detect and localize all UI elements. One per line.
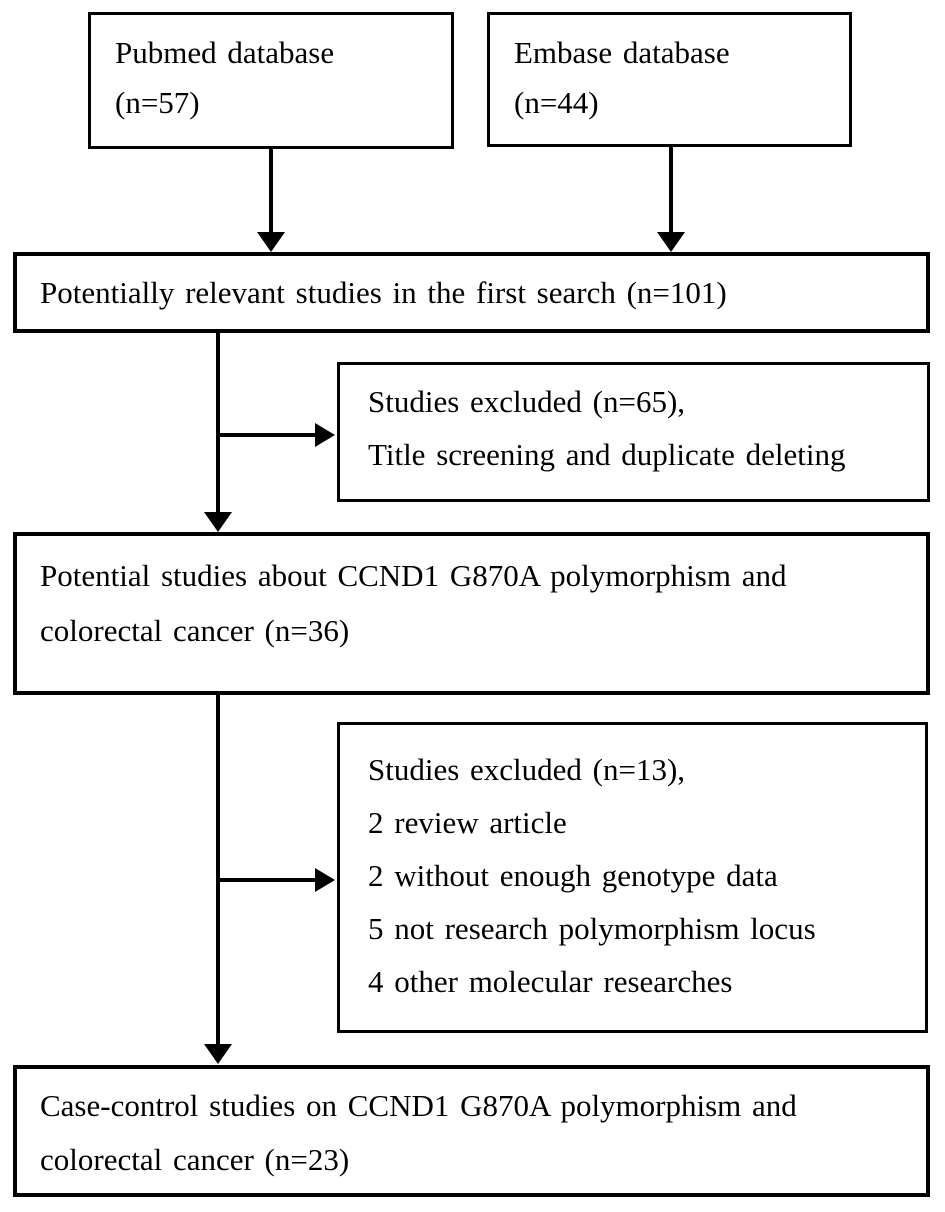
potential-text-line2: colorectal cancer (n=36) bbox=[40, 613, 350, 648]
box-potential-studies: Potential studies about CCND1 G870A poly… bbox=[13, 532, 930, 695]
box-excluded-title-screening: Studies excluded (n=65), Title screening… bbox=[337, 362, 930, 502]
connector2-vertical-shaft bbox=[216, 695, 220, 1045]
potential-text-line1: Potential studies about CCND1 G870A poly… bbox=[40, 558, 787, 593]
connector2-branch-shaft bbox=[218, 878, 316, 882]
embase-count: (n=44) bbox=[514, 85, 599, 120]
connector1-branch-shaft bbox=[218, 433, 316, 437]
first-search-text: Potentially relevant studies in the firs… bbox=[40, 275, 727, 310]
box-first-search: Potentially relevant studies in the firs… bbox=[13, 252, 930, 333]
arrow-embase-shaft bbox=[669, 147, 673, 234]
arrow-down-icon bbox=[204, 1044, 232, 1064]
arrow-right-icon bbox=[315, 868, 335, 892]
excluded2-reason-molecular: 4 other molecular researches bbox=[368, 964, 733, 999]
pubmed-count: (n=57) bbox=[115, 85, 200, 120]
arrow-down-icon bbox=[257, 232, 285, 252]
arrow-right-icon bbox=[315, 423, 335, 447]
excluded2-reason-review: 2 review article bbox=[368, 805, 567, 840]
excluded1-reason: Title screening and duplicate deleting bbox=[368, 437, 846, 472]
final-text-line1: Case-control studies on CCND1 G870A poly… bbox=[40, 1088, 797, 1123]
arrow-down-icon bbox=[204, 512, 232, 532]
pubmed-label: Pubmed database bbox=[115, 35, 335, 70]
box-pubmed-database: Pubmed database (n=57) bbox=[88, 12, 454, 149]
excluded2-reason-locus: 5 not research polymorphism locus bbox=[368, 911, 816, 946]
arrow-down-icon bbox=[657, 232, 685, 252]
embase-label: Embase database bbox=[514, 35, 730, 70]
connector1-vertical-shaft bbox=[216, 333, 220, 513]
box-excluded-full-review: Studies excluded (n=13), 2 review articl… bbox=[337, 722, 928, 1033]
final-text-line2: colorectal cancer (n=23) bbox=[40, 1142, 350, 1177]
excluded2-count: Studies excluded (n=13), bbox=[368, 752, 686, 787]
excluded2-reason-genotype: 2 without enough genotype data bbox=[368, 858, 778, 893]
arrow-pubmed-shaft bbox=[269, 149, 273, 234]
excluded1-count: Studies excluded (n=65), bbox=[368, 384, 686, 419]
box-final-included: Case-control studies on CCND1 G870A poly… bbox=[13, 1065, 930, 1197]
box-embase-database: Embase database (n=44) bbox=[487, 12, 852, 147]
